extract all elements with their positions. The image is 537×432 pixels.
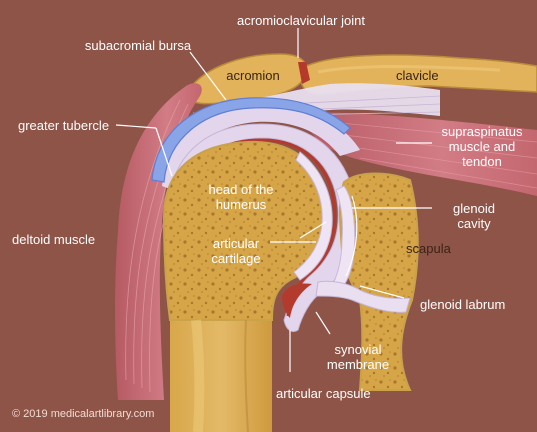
- label-articular-cartilage-line1: articular: [212, 236, 260, 251]
- articular-cartilage: [293, 151, 333, 281]
- subacromial-bursa: [151, 97, 351, 183]
- label-acromioclavicular-joint: acromioclavicular joint: [237, 13, 365, 28]
- label-synovial-membrane-line2: membrane: [326, 357, 390, 372]
- articular-capsule: [169, 123, 357, 333]
- label-supraspinatus-line1: supraspinatus: [441, 124, 523, 139]
- label-clavicle: clavicle: [396, 68, 439, 83]
- label-synovial-membrane: synovial membrane: [318, 342, 398, 372]
- label-scapula: scapula: [406, 241, 451, 256]
- label-head-of-humerus-line1: head of the: [208, 182, 274, 197]
- label-head-of-humerus-line2: humerus: [215, 197, 267, 212]
- label-glenoid-cavity: glenoid cavity: [434, 201, 514, 231]
- label-articular-cartilage-line2: cartilage: [211, 251, 261, 266]
- leader-lines: [115, 28, 432, 372]
- label-supraspinatus: supraspinatus muscle and tendon: [432, 124, 532, 169]
- label-glenoid-labrum: glenoid labrum: [420, 297, 506, 312]
- glenoid-labrum-shape: [315, 280, 411, 313]
- label-supraspinatus-line3: tendon: [462, 154, 502, 169]
- label-head-of-humerus: head of the humerus: [196, 182, 286, 212]
- label-articular-cartilage: articular cartilage: [196, 236, 276, 266]
- rotator-cuff-tendon: [162, 107, 360, 192]
- supraspinatus-muscle: [300, 112, 537, 196]
- synovial-pocket: [282, 283, 312, 318]
- label-supraspinatus-line2: muscle and: [448, 139, 516, 154]
- label-synovial-membrane-line1: synovial: [334, 342, 382, 357]
- label-deltoid-muscle: deltoid muscle: [12, 232, 96, 247]
- label-glenoid-cavity-line2: cavity: [457, 216, 491, 231]
- deltoid-muscle: [115, 83, 202, 401]
- label-glenoid-cavity-line1: glenoid: [453, 201, 495, 216]
- label-subacromial-bursa: subacromial bursa: [84, 38, 192, 53]
- label-greater-tubercle: greater tubercle: [18, 118, 110, 133]
- copyright-notice: © 2019 medicalartlibrary.com: [12, 408, 155, 420]
- label-acromion: acromion: [226, 68, 280, 83]
- label-articular-capsule: articular capsule: [276, 386, 371, 401]
